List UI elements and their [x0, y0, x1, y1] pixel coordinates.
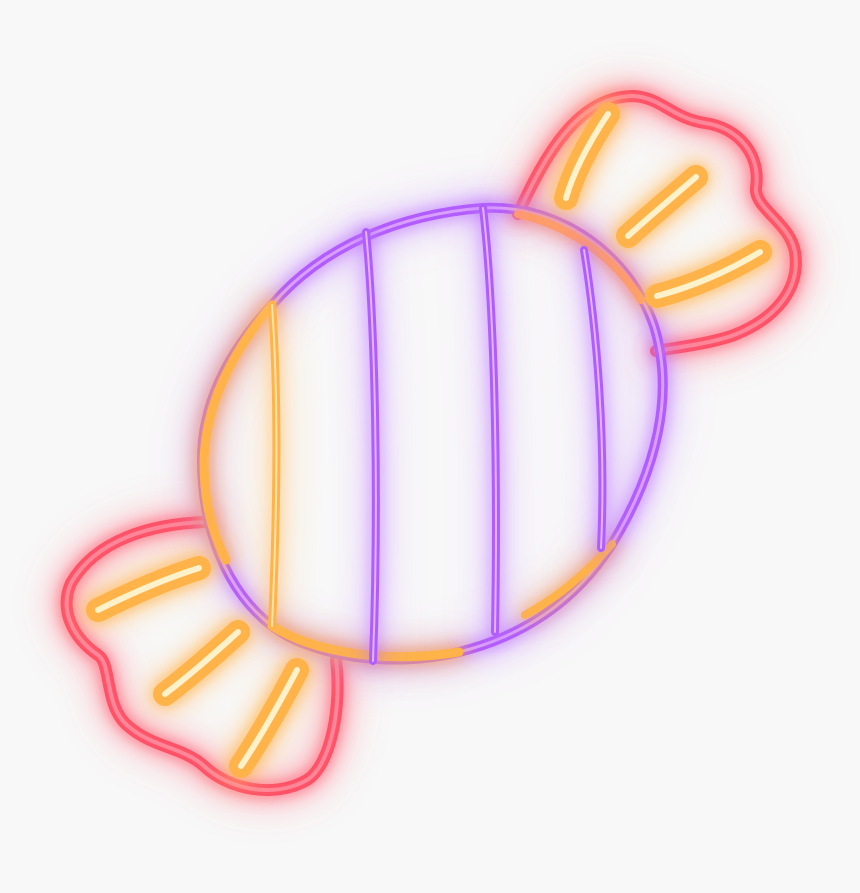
- candy-orange-accents: [199, 210, 645, 662]
- neon-overlay: [65, 94, 798, 792]
- candy-stripes: [268, 204, 607, 665]
- right-wrapper-highlights: [554, 102, 772, 308]
- left-wrapper-highlights: [86, 556, 309, 778]
